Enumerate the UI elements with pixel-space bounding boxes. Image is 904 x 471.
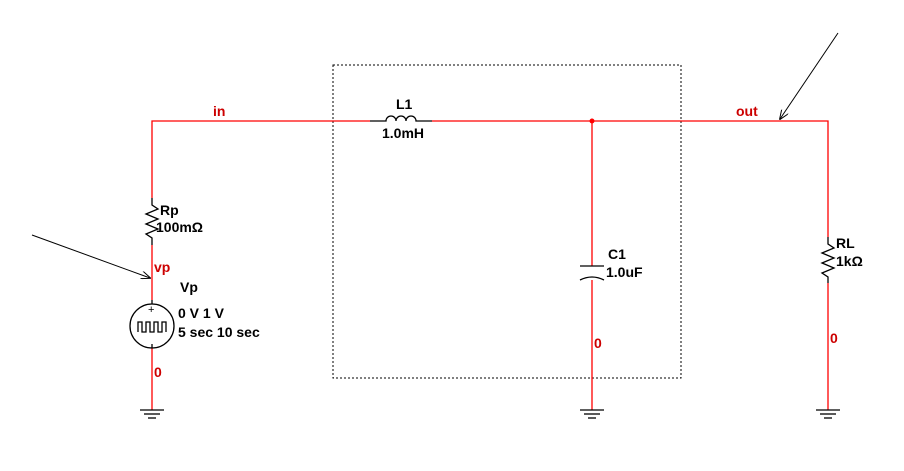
probe-arrow-icon [31, 234, 150, 278]
source-levels: 0 V 1 V [178, 305, 225, 321]
resistor-rl[interactable] [820, 237, 836, 283]
pulse-source-icon[interactable]: + [129, 300, 175, 349]
subcircuit-box [332, 64, 682, 379]
rp-ref: Rp [160, 202, 179, 218]
net-label-out: out [736, 103, 758, 119]
wire-in-left [151, 120, 370, 198]
capacitor-ref: C1 [608, 246, 626, 262]
ground-icon [140, 409, 164, 419]
capacitor-c1[interactable] [579, 265, 605, 281]
probe-arrow-icon [780, 32, 839, 119]
net-label-gnd-cap: 0 [594, 335, 602, 351]
inductor-l1[interactable] [370, 115, 432, 122]
net-label-gnd-source: 0 [154, 364, 162, 380]
junction-dot [589, 118, 595, 124]
source-ref: Vp [180, 279, 198, 295]
capacitor-value: 1.0uF [606, 264, 643, 280]
rp-value: 100mΩ [156, 219, 203, 235]
inductor-value: 1.0mH [382, 125, 424, 141]
resistor-rp[interactable] [144, 198, 160, 245]
rl-ref: RL [836, 235, 855, 251]
ground-icon [580, 409, 604, 419]
wires [151, 118, 829, 410]
source-timing: 5 sec 10 sec [178, 324, 260, 340]
wire-in-out [432, 120, 829, 237]
net-label-vp: vp [154, 259, 170, 275]
ground-icon [816, 409, 840, 419]
source-polarity: + [148, 304, 154, 316]
net-label-in: in [213, 103, 225, 119]
net-label-gnd-load: 0 [830, 330, 838, 346]
rl-value: 1kΩ [836, 253, 863, 269]
inductor-ref: L1 [396, 96, 413, 112]
